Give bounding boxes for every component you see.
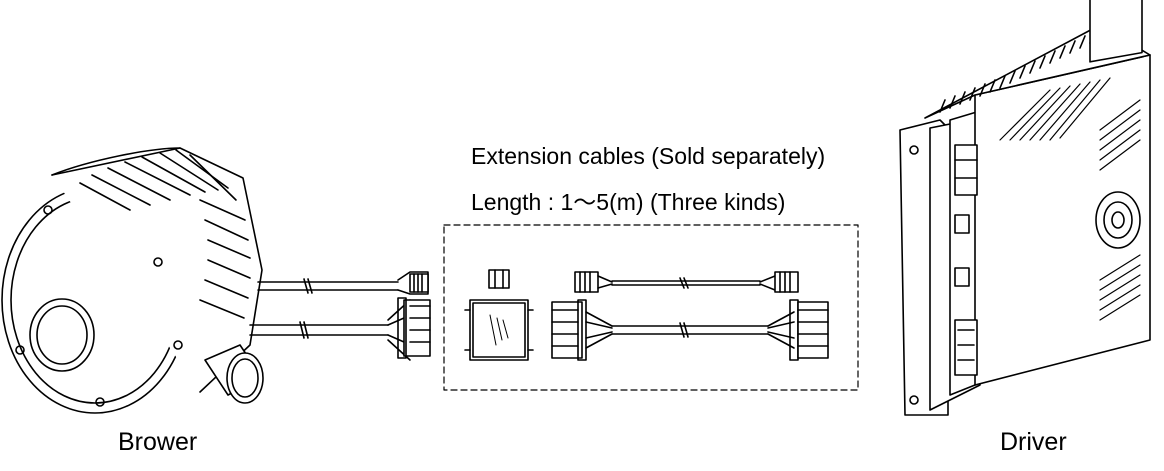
- blower-illustration: [1, 147, 431, 414]
- driver-illustration: [899, 0, 1151, 416]
- extension-cables-length: Length : 1～5(m) (Three kinds): [471, 189, 786, 215]
- extension-cables-box: [443, 224, 859, 391]
- driver-label: Driver: [1000, 428, 1067, 456]
- blower-label: Brower: [118, 428, 198, 456]
- extension-cables-title: Extension cables (Sold separately): [471, 143, 826, 169]
